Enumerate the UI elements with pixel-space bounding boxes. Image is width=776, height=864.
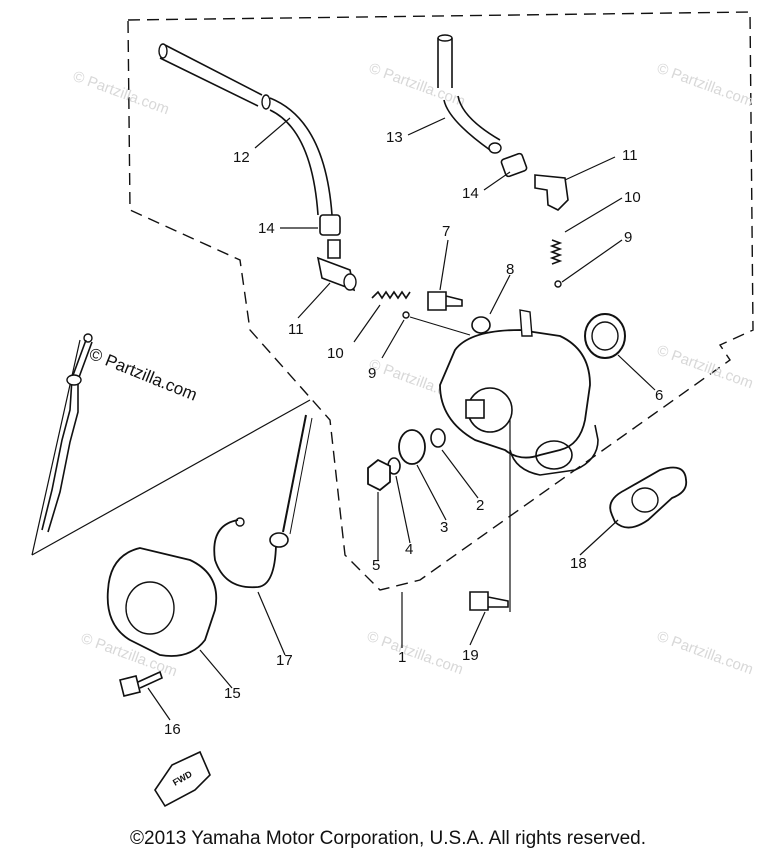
pump-body-1 bbox=[439, 329, 591, 459]
washer-8 bbox=[471, 316, 491, 334]
callout-17: 17 bbox=[276, 652, 293, 669]
brand-watermark: © Partzilla.com bbox=[87, 344, 200, 405]
callout-16: 16 bbox=[164, 721, 181, 738]
cable-boundary-line-2 bbox=[31, 339, 81, 556]
callout-5: 5 bbox=[372, 557, 380, 574]
callout-4: 4 bbox=[405, 541, 413, 558]
svg-text:© Partzilla.com: © Partzilla.com bbox=[71, 68, 172, 119]
callout-13: 13 bbox=[386, 129, 403, 146]
callout-7: 7 bbox=[442, 223, 450, 240]
callout-14-left: 14 bbox=[258, 220, 275, 237]
bolt-16 bbox=[119, 670, 163, 697]
ball-9-right bbox=[554, 280, 562, 288]
cable-17 bbox=[213, 519, 277, 589]
plate-3 bbox=[398, 429, 426, 465]
callout-11-left: 11 bbox=[288, 321, 304, 338]
hose-13 bbox=[437, 38, 501, 151]
cable-boundary-line bbox=[31, 399, 311, 556]
callout-10-right: 10 bbox=[624, 189, 641, 206]
gasket-18 bbox=[609, 466, 688, 529]
throttle-cable bbox=[41, 339, 93, 533]
fitting-11-right bbox=[534, 174, 569, 211]
nut-5 bbox=[367, 458, 391, 492]
svg-text:© Partzilla.com: © Partzilla.com bbox=[655, 60, 756, 111]
callout-9-right: 9 bbox=[624, 229, 632, 246]
callouts: 12 13 14 14 11 10 9 7 8 10 9 11 6 2 3 4 … bbox=[164, 129, 663, 738]
copyright-notice: ©2013 Yamaha Motor Corporation, U.S.A. A… bbox=[130, 828, 646, 849]
leader-lines bbox=[147, 117, 656, 721]
callout-11-right: 11 bbox=[622, 147, 638, 164]
bolt-19 bbox=[469, 591, 509, 611]
ball-9-left bbox=[402, 311, 410, 319]
callout-15: 15 bbox=[224, 685, 241, 702]
callout-9-left: 9 bbox=[368, 365, 376, 382]
callout-8: 8 bbox=[506, 261, 514, 278]
svg-text:© Partzilla.com: © Partzilla.com bbox=[655, 628, 756, 679]
bolt-7 bbox=[427, 291, 463, 311]
callout-18: 18 bbox=[570, 555, 587, 572]
callout-14-right: 14 bbox=[462, 185, 479, 202]
clip-14-left bbox=[319, 214, 341, 236]
callout-10-left: 10 bbox=[327, 345, 344, 362]
spring-10-left bbox=[371, 290, 411, 300]
hose-12 bbox=[159, 44, 333, 216]
parts-diagram: © Partzilla.com © Partzilla.com © Partzi… bbox=[31, 11, 756, 808]
callout-2: 2 bbox=[476, 497, 484, 514]
callout-6: 6 bbox=[655, 387, 663, 404]
oil-seal-6 bbox=[584, 313, 626, 359]
assembly-boundary bbox=[127, 11, 754, 591]
spring-10-right bbox=[549, 239, 563, 265]
callout-3: 3 bbox=[440, 519, 448, 536]
svg-text:© Partzilla.com: © Partzilla.com bbox=[655, 342, 756, 393]
washer-2 bbox=[430, 428, 446, 448]
callout-1: 1 bbox=[398, 649, 406, 666]
cover-15 bbox=[106, 547, 218, 657]
svg-text:© Partzilla.com: © Partzilla.com bbox=[365, 628, 466, 679]
forward-direction-arrow: FWD bbox=[154, 750, 211, 808]
callout-19: 19 bbox=[462, 647, 479, 664]
clip-14-right bbox=[500, 152, 528, 178]
callout-12: 12 bbox=[233, 149, 250, 166]
